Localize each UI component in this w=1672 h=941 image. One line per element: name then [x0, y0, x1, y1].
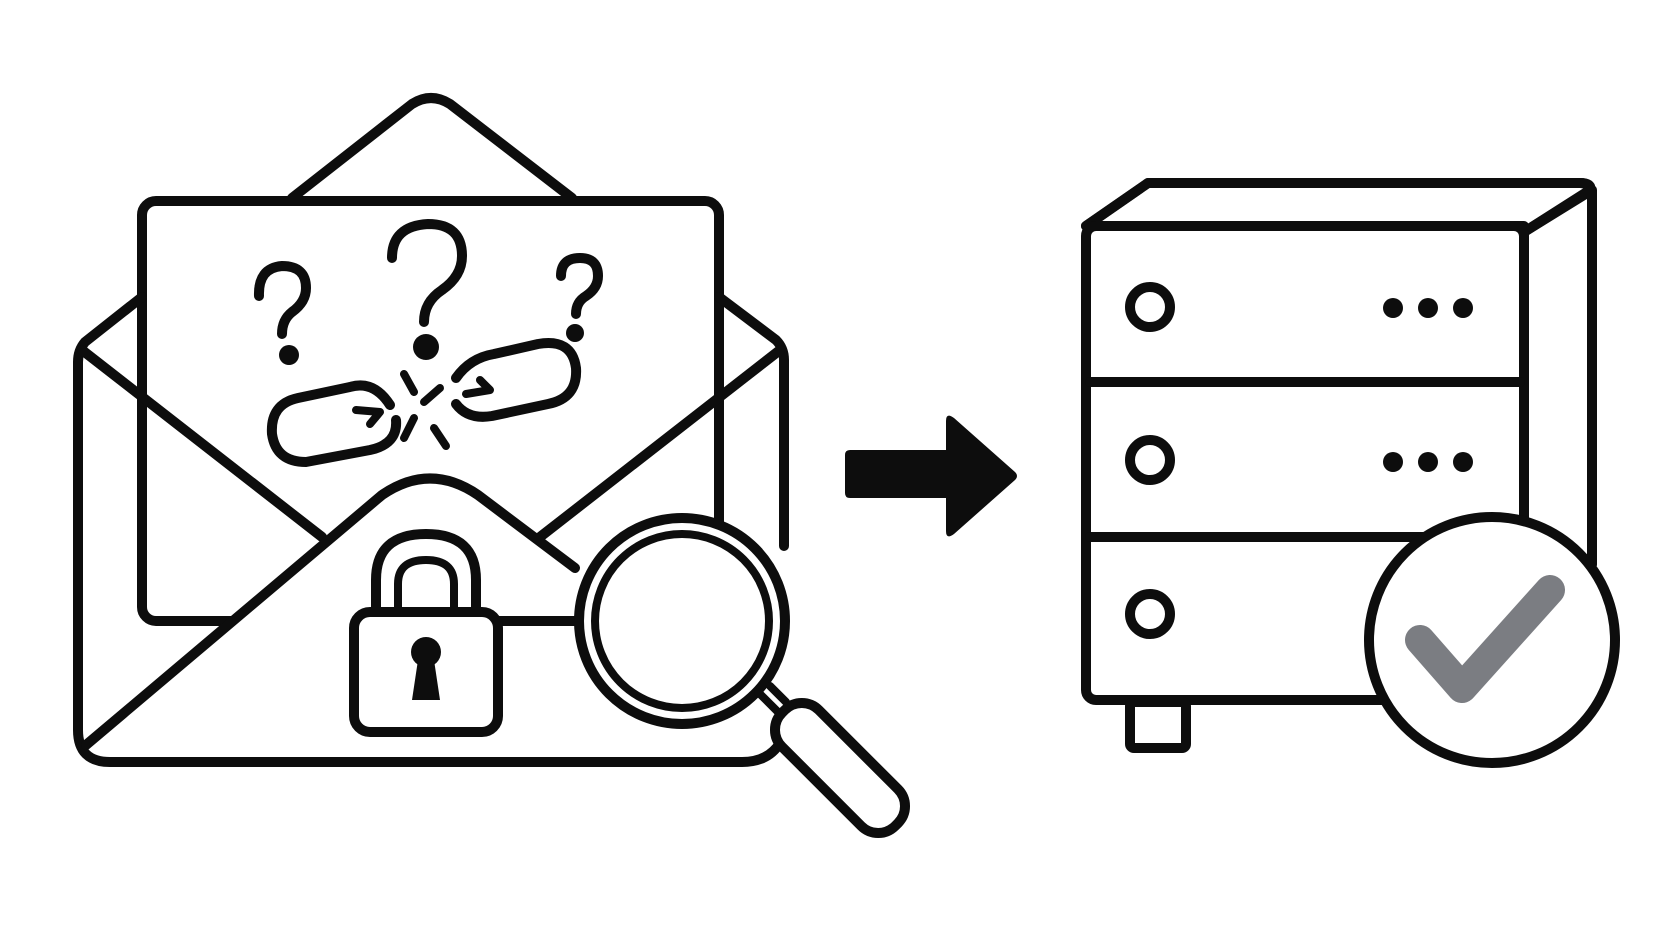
padlock-icon: [349, 529, 503, 737]
right-arrow-icon: [845, 415, 1017, 537]
question-mark-icon: [253, 219, 603, 365]
magnifying-glass-icon: [574, 513, 911, 839]
open-envelope-icon: [73, 93, 789, 767]
broken-link-icon: [266, 338, 582, 467]
check-circle-icon: [1364, 512, 1620, 768]
